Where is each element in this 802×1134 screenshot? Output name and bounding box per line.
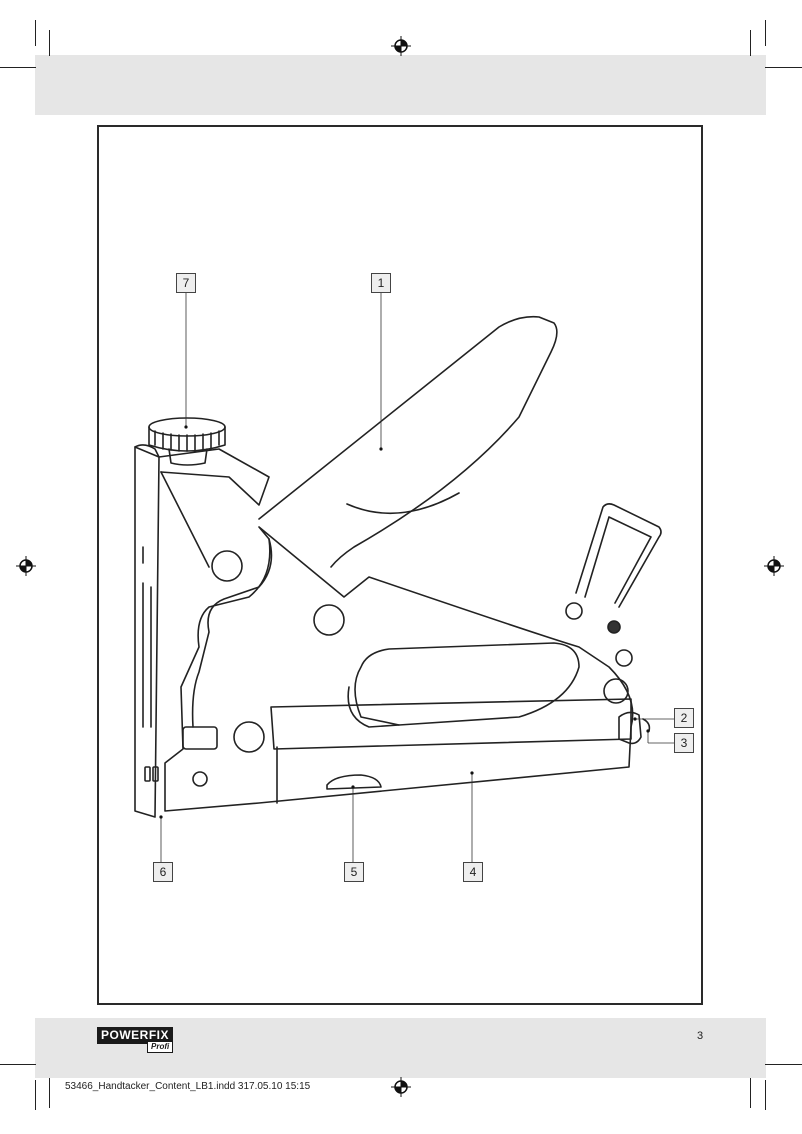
crop-mark — [49, 30, 50, 56]
stapler-body — [164, 526, 634, 812]
callout-1: 1 — [371, 273, 391, 293]
registration-mark-icon — [764, 556, 784, 576]
crop-mark — [750, 30, 751, 56]
page-number: 3 — [697, 1030, 704, 1042]
stapler-illustration — [134, 292, 675, 862]
registration-mark-icon — [391, 36, 411, 56]
crop-mark — [35, 20, 36, 46]
crop-mark — [765, 1080, 766, 1110]
crop-mark — [35, 1080, 36, 1110]
crop-mark — [765, 1064, 802, 1065]
illustration-frame — [97, 125, 703, 1005]
callout-4: 4 — [463, 862, 483, 882]
crop-mark — [0, 67, 36, 68]
header-band — [35, 55, 766, 115]
callout-3: 3 — [674, 733, 694, 753]
brand-name: POWERFIX — [97, 1027, 174, 1044]
callout-7: 7 — [176, 273, 196, 293]
print-slug: 53466_Handtacker_Content_LB1.indd 317.05… — [65, 1081, 311, 1092]
crop-mark — [765, 67, 802, 68]
crop-mark — [765, 20, 766, 46]
registration-mark-icon — [16, 556, 36, 576]
brand-logo: POWERFIX Profi — [97, 1027, 174, 1053]
callout-6: 6 — [153, 862, 173, 882]
callout-5: 5 — [344, 862, 364, 882]
registration-mark-icon — [391, 1077, 411, 1097]
callout-2: 2 — [674, 708, 694, 728]
front-plate — [134, 446, 160, 818]
handle-lever — [258, 315, 558, 568]
crop-mark — [750, 1078, 751, 1108]
crop-mark — [49, 1078, 50, 1108]
crop-mark — [0, 1064, 36, 1065]
brand-sub: Profi — [147, 1041, 174, 1053]
